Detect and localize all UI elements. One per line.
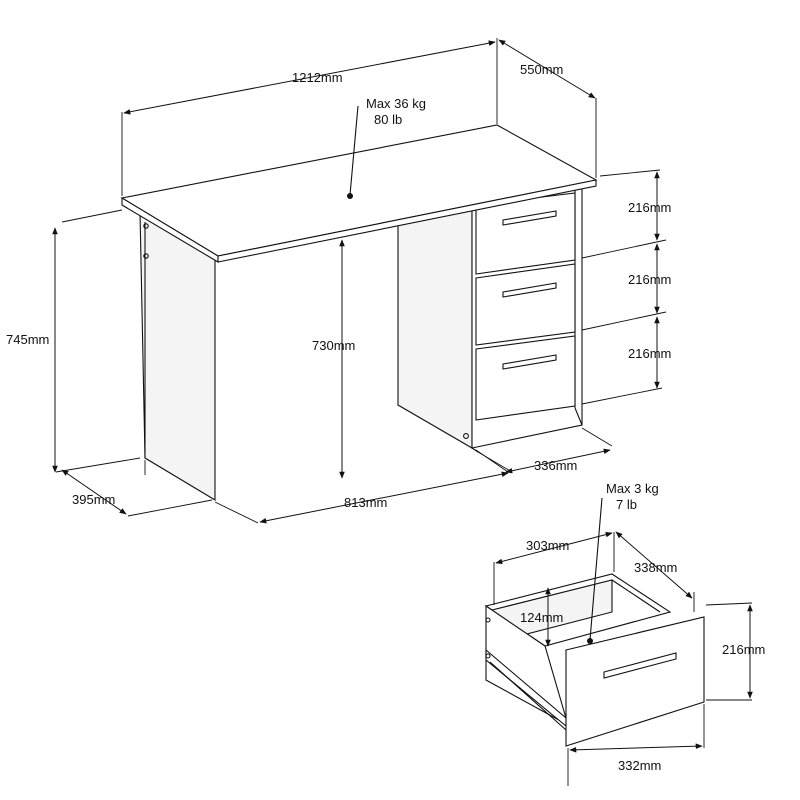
desk-illustration	[120, 124, 598, 501]
drawer-inner-height-label: 124mm	[520, 610, 563, 625]
desk-drawer-height-1-label: 216mm	[628, 200, 671, 215]
desk-left-panel	[139, 211, 216, 501]
drawer-dimensions: 303mm 338mm Max 3 kg 7 lb 124mm 216mm 33…	[493, 481, 765, 786]
drawer-handle-2	[502, 282, 557, 298]
desk-load-lb-label: 80 lb	[374, 112, 402, 127]
desk-drawer-2	[475, 263, 576, 346]
drawer-illustration	[484, 573, 705, 747]
desk-drawer-height-3-label: 216mm	[628, 346, 671, 361]
desk-pedestal-side	[397, 207, 473, 449]
drawer-handle-1	[502, 210, 557, 226]
desk-depth-label: 550mm	[520, 62, 563, 77]
drawer-handle-3	[502, 354, 557, 370]
drawer-front-panel	[565, 616, 705, 747]
desk-top-front-edge	[217, 179, 597, 263]
drawer-depth-label: 338mm	[634, 560, 677, 575]
drawer-front-width-label: 332mm	[618, 758, 661, 773]
desk-knee-width-label: 813mm	[344, 495, 387, 510]
desk-load-kg-label: Max 36 kg	[366, 96, 426, 111]
drawer-front-handle	[603, 652, 677, 679]
desk-side-depth-label: 395mm	[72, 492, 115, 507]
desk-height-label: 745mm	[6, 332, 49, 347]
desk-dimensions: 1212mm 550mm Max 36 kg 80 lb 745mm 730mm…	[6, 38, 671, 524]
desk-pedestal-depth-label: 336mm	[534, 458, 577, 473]
desk-drawer-3	[475, 335, 576, 421]
drawer-inner-width-label: 303mm	[526, 538, 569, 553]
desk-drawer-height-2-label: 216mm	[628, 272, 671, 287]
drawer-front-height-label: 216mm	[722, 642, 765, 657]
desk-width-label: 1212mm	[292, 70, 343, 85]
drawer-load-kg-label: Max 3 kg	[606, 481, 659, 496]
desk-knee-height-label: 730mm	[312, 338, 355, 353]
drawer-load-lb-label: 7 lb	[616, 497, 637, 512]
